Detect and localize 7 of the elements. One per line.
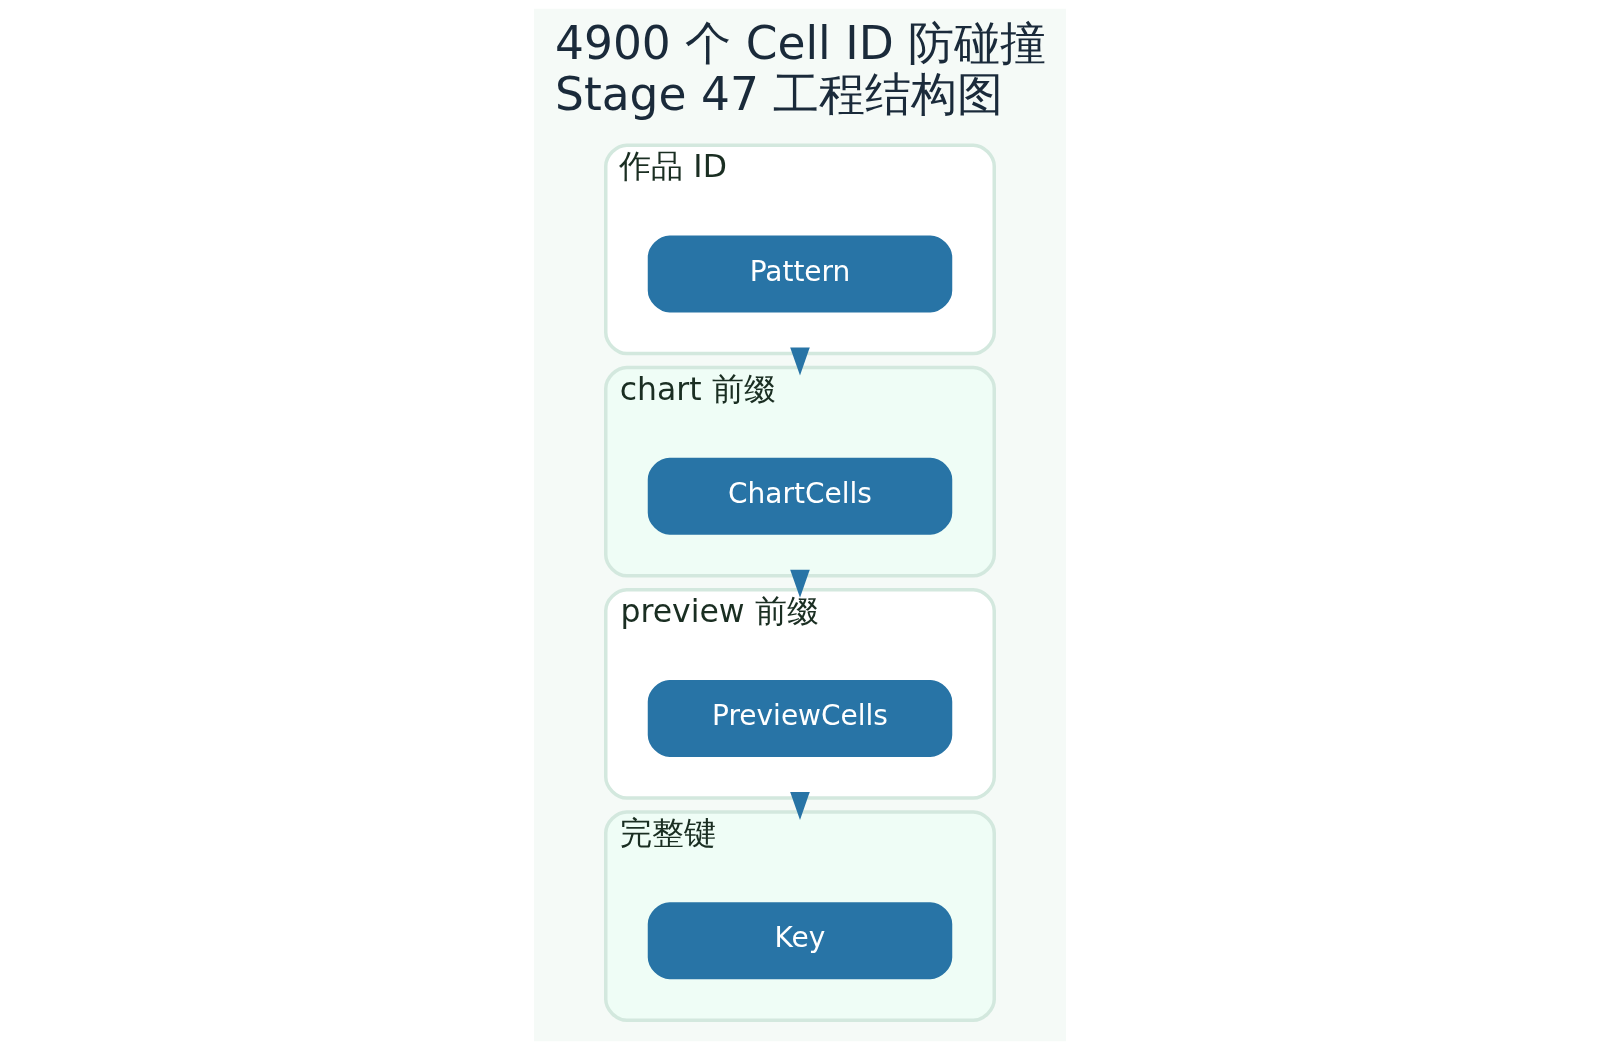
arrow [790,791,810,820]
node-box: Key [647,902,953,980]
arrow [790,347,810,376]
arrow [790,569,810,598]
node-box: Pattern [647,235,953,313]
node-box: PreviewCells [647,679,953,757]
node-box: ChartCells [647,457,953,535]
